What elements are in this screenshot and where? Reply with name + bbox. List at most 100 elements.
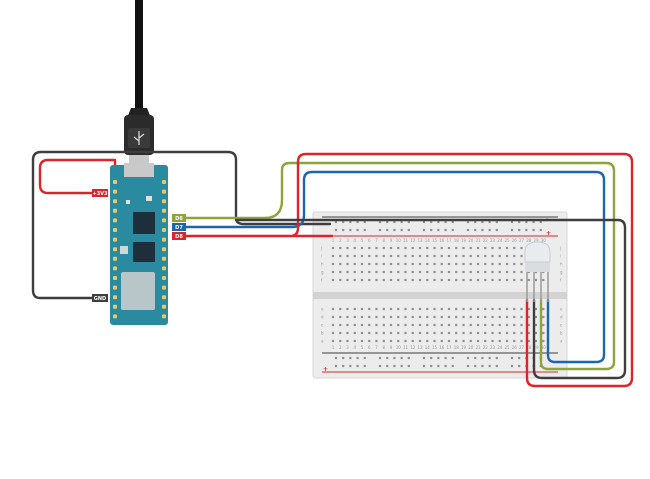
grid-hole bbox=[455, 254, 458, 258]
grid-hole bbox=[476, 307, 480, 311]
grid-hole bbox=[476, 254, 480, 258]
grid-hole bbox=[426, 254, 429, 258]
grid-hole bbox=[382, 246, 385, 250]
grid-hole bbox=[462, 262, 465, 266]
wires bbox=[31, 150, 634, 388]
grid-hole bbox=[404, 270, 407, 274]
rail-hole bbox=[488, 356, 491, 360]
grid-hole bbox=[397, 331, 400, 335]
grid-hole bbox=[411, 270, 414, 274]
grid-hole bbox=[491, 307, 494, 311]
grid-hole bbox=[513, 307, 516, 311]
grid-hole bbox=[498, 270, 501, 274]
grid-hole bbox=[375, 262, 378, 266]
grid-hole bbox=[513, 339, 516, 343]
grid-hole bbox=[353, 246, 356, 250]
grid-hole bbox=[389, 307, 393, 311]
grid-hole bbox=[455, 315, 458, 319]
grid-hole bbox=[346, 331, 349, 335]
grid-hole bbox=[520, 323, 523, 327]
header-pin bbox=[162, 266, 166, 271]
pin-label-d7: D7 bbox=[172, 223, 186, 231]
rail-hole bbox=[532, 220, 535, 224]
grid-hole bbox=[411, 307, 414, 311]
header-pin bbox=[162, 199, 166, 204]
grid-hole bbox=[491, 246, 494, 250]
grid-hole bbox=[527, 315, 530, 319]
grid-hole bbox=[505, 323, 509, 327]
svg-text:D6: D6 bbox=[175, 216, 183, 222]
row-letter: c bbox=[321, 323, 323, 328]
grid-hole bbox=[433, 339, 436, 343]
grid-hole bbox=[375, 278, 378, 282]
wire-d8 bbox=[184, 152, 634, 388]
grid-hole bbox=[498, 278, 501, 282]
rail-hole bbox=[342, 356, 345, 360]
column-number: 29 bbox=[533, 345, 539, 350]
grid-hole bbox=[353, 323, 356, 327]
rail-hole bbox=[407, 356, 410, 360]
grid-hole bbox=[389, 278, 393, 282]
grid-hole bbox=[455, 246, 458, 250]
grid-hole bbox=[404, 254, 407, 258]
grid-hole bbox=[339, 278, 342, 282]
rail-hole bbox=[495, 364, 498, 368]
grid-hole bbox=[455, 262, 458, 266]
grid-hole bbox=[505, 315, 509, 319]
grid-hole bbox=[447, 262, 451, 266]
row-letter: i bbox=[560, 254, 561, 259]
rail-hole bbox=[444, 228, 447, 232]
grid-hole bbox=[476, 323, 480, 327]
grid-hole bbox=[447, 278, 451, 282]
grid-hole bbox=[404, 278, 407, 282]
grid-hole bbox=[476, 339, 480, 343]
grid-hole bbox=[498, 246, 501, 250]
grid-hole bbox=[382, 278, 385, 282]
header-pin bbox=[162, 295, 166, 300]
usb-icon bbox=[133, 131, 145, 145]
grid-hole bbox=[491, 254, 494, 258]
grid-hole bbox=[368, 339, 371, 343]
row-letter: j bbox=[559, 246, 561, 251]
grid-hole bbox=[469, 246, 472, 250]
column-number: 7 bbox=[375, 238, 378, 243]
grid-hole bbox=[469, 307, 472, 311]
usb-cable bbox=[124, 0, 154, 165]
grid-hole bbox=[440, 323, 443, 327]
grid-hole bbox=[447, 270, 451, 274]
grid-hole bbox=[346, 339, 349, 343]
rail-hole bbox=[525, 228, 528, 232]
svg-text:D7: D7 bbox=[175, 225, 183, 231]
grid-hole bbox=[520, 307, 523, 311]
grid-hole bbox=[513, 254, 516, 258]
rail-hole bbox=[474, 364, 477, 368]
grid-hole bbox=[389, 246, 393, 250]
rail-hole bbox=[356, 356, 359, 360]
grid-hole bbox=[411, 254, 414, 258]
rail-hole bbox=[481, 364, 484, 368]
svg-text:D8: D8 bbox=[175, 234, 183, 240]
rail-hole bbox=[495, 228, 498, 232]
wire-d6 bbox=[184, 161, 616, 371]
grid-hole bbox=[433, 246, 436, 250]
grid-hole bbox=[360, 270, 364, 274]
rail-hole bbox=[518, 356, 521, 360]
rail-hole bbox=[510, 228, 514, 232]
rail-hole bbox=[430, 220, 433, 224]
pin-label-d8: D8 bbox=[172, 232, 186, 240]
grid-hole bbox=[389, 270, 393, 274]
grid-hole bbox=[339, 246, 342, 250]
grid-hole bbox=[397, 339, 400, 343]
rail-hole bbox=[407, 228, 410, 232]
header-pin bbox=[113, 208, 117, 213]
header-pin bbox=[162, 314, 166, 319]
grid-hole bbox=[382, 262, 385, 266]
grid-hole bbox=[433, 315, 436, 319]
column-number: 15 bbox=[432, 238, 438, 243]
row-letter: d bbox=[321, 315, 324, 320]
grid-hole bbox=[462, 331, 465, 335]
rail-hole bbox=[444, 356, 447, 360]
grid-hole bbox=[426, 270, 429, 274]
column-number: 28 bbox=[526, 238, 532, 243]
rail-hole bbox=[481, 228, 484, 232]
